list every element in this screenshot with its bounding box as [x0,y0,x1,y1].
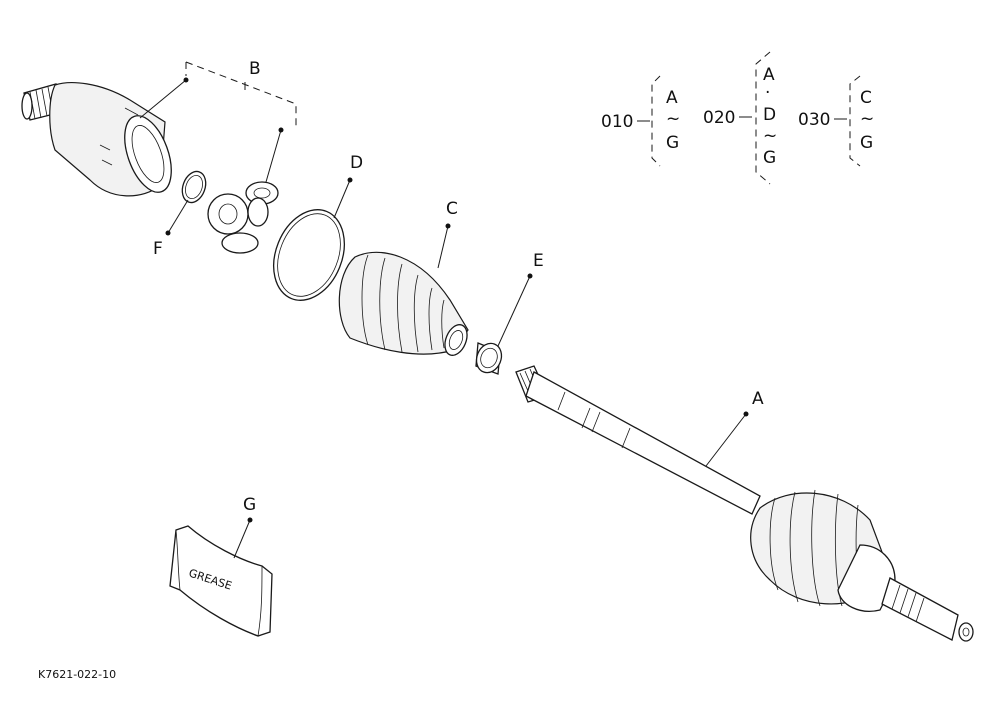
callout-a: A [752,389,764,409]
boot-clamp-e [475,342,503,375]
code-010-line-3: G [666,133,679,153]
code-020-line-2: · [765,83,770,103]
boot-band-d [273,209,345,301]
inner-joint-housing [21,82,172,197]
code-020-line-3: D [763,105,776,125]
code-020: 020 A · D ~ G [703,51,777,185]
code-030-line-1: C [860,88,872,108]
code-020-line-5: G [763,148,776,168]
grease-pack-g: GREASE [169,525,273,637]
code-020-number: 020 [703,108,735,128]
drive-shaft-a [515,365,974,642]
callout-f: F [153,239,163,259]
callout-c: C [446,199,458,219]
callout-g: G [243,495,256,515]
code-030-line-2: ~ [860,109,874,129]
snap-ring-f [181,170,207,204]
callout-b: B [249,59,261,79]
code-020-line-4: ~ [763,126,777,146]
code-010-line-2: ~ [666,109,680,129]
code-030-number: 030 [798,110,830,130]
code-010-number: 010 [601,112,633,132]
code-010: 010 A ~ G [601,75,680,167]
code-020-line-1: A [763,65,775,85]
tripod-spider [207,181,279,254]
callout-d: D [350,153,363,173]
code-010-line-1: A [666,88,678,108]
code-030: 030 C ~ G [798,75,874,167]
code-030-line-3: G [860,133,873,153]
callout-e: E [533,251,544,271]
leaders [139,61,749,559]
reference-code: K7621-022-10 [38,668,116,681]
boot-c [338,251,469,356]
